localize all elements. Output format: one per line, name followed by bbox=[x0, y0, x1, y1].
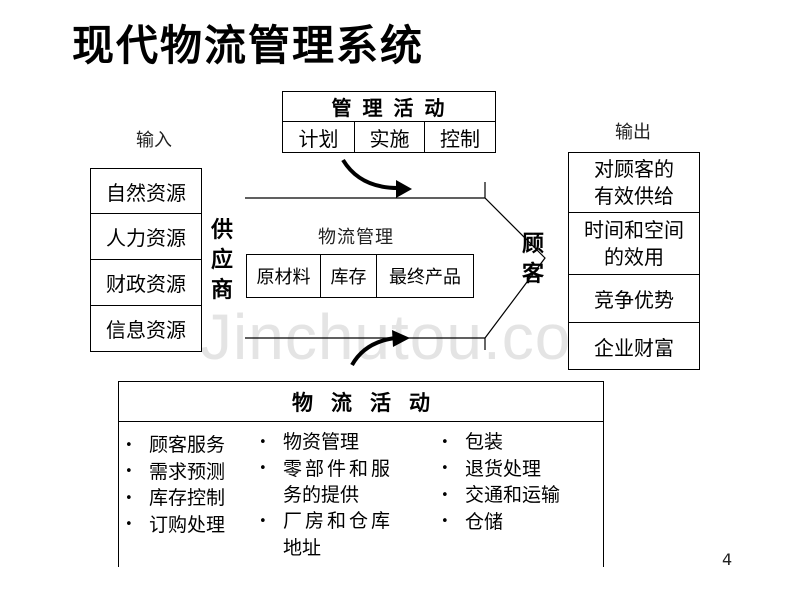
bullet-icon: • bbox=[259, 461, 267, 476]
flow-item: 最终产品 bbox=[389, 267, 461, 288]
bullet-icon: • bbox=[125, 490, 133, 506]
resource-item: 自然资源 bbox=[91, 169, 201, 214]
bullet-icon: • bbox=[259, 434, 267, 450]
output-label: 输出 bbox=[615, 122, 651, 143]
page-title: 现代物流管理系统 bbox=[72, 21, 425, 70]
bullet-icon: • bbox=[125, 517, 133, 532]
curved-arrow-icon bbox=[341, 158, 399, 190]
output-item: 企业财富 bbox=[594, 335, 674, 360]
logistics-mgmt-label: 物流管理 bbox=[318, 227, 394, 248]
bullet-icon: • bbox=[441, 434, 449, 450]
supplier-label: 供 应 商 bbox=[210, 218, 233, 303]
activity-list-col3: •包装 •退货处理 •交通和运输 •仓储 bbox=[441, 429, 560, 535]
management-item: 计划 bbox=[283, 122, 355, 152]
output-item: 对顾客的有效供给 bbox=[569, 153, 699, 213]
management-item: 控制 bbox=[440, 126, 480, 151]
customer-label: 顾 客 bbox=[521, 232, 544, 287]
watermark: Jinchutou.com bbox=[200, 301, 626, 373]
bullet-icon: • bbox=[441, 514, 449, 529]
bullet-icon: • bbox=[441, 487, 449, 503]
output-item: 时间和空间的效用 bbox=[569, 213, 699, 275]
bullet-icon: • bbox=[125, 437, 133, 453]
curved-arrow-icon bbox=[350, 336, 396, 367]
page-number: 4 bbox=[722, 550, 733, 569]
logistics-flow-box: 原材料 库存 最终产品 bbox=[246, 254, 474, 298]
activity-list-col2: •物资管理 •零部件和服 务的提供 •厂房和仓库 地址 bbox=[259, 431, 394, 559]
logistics-activities-title: 物流活动 bbox=[119, 382, 603, 422]
bullet-icon: • bbox=[259, 513, 267, 529]
management-activities-box: 管 理 活 动 计划 实施 控制 bbox=[282, 91, 496, 153]
management-activities-title: 管 理 活 动 bbox=[283, 92, 495, 122]
flow-item: 库存 bbox=[321, 255, 377, 297]
resource-item: 信息资源 bbox=[106, 318, 186, 342]
logistics-activities-box: 物流活动 •顾客服务 •需求预测 •库存控制 •订购处理 •物资管理 •零部件和… bbox=[118, 381, 604, 567]
resource-item: 财政资源 bbox=[91, 260, 201, 306]
management-item: 实施 bbox=[355, 122, 425, 152]
outputs-box: 对顾客的有效供给 时间和空间的效用 竞争优势 企业财富 bbox=[568, 152, 700, 370]
activity-list-col1: •顾客服务 •需求预测 •库存控制 •订购处理 bbox=[125, 432, 225, 538]
bullet-icon: • bbox=[125, 464, 133, 479]
input-resources-box: 自然资源 人力资源 财政资源 信息资源 bbox=[90, 168, 202, 352]
input-label: 输入 bbox=[136, 130, 172, 151]
flow-item: 原材料 bbox=[247, 255, 321, 297]
bullet-icon: • bbox=[441, 461, 449, 476]
resource-item: 人力资源 bbox=[91, 214, 201, 260]
output-item: 竞争优势 bbox=[569, 275, 699, 323]
